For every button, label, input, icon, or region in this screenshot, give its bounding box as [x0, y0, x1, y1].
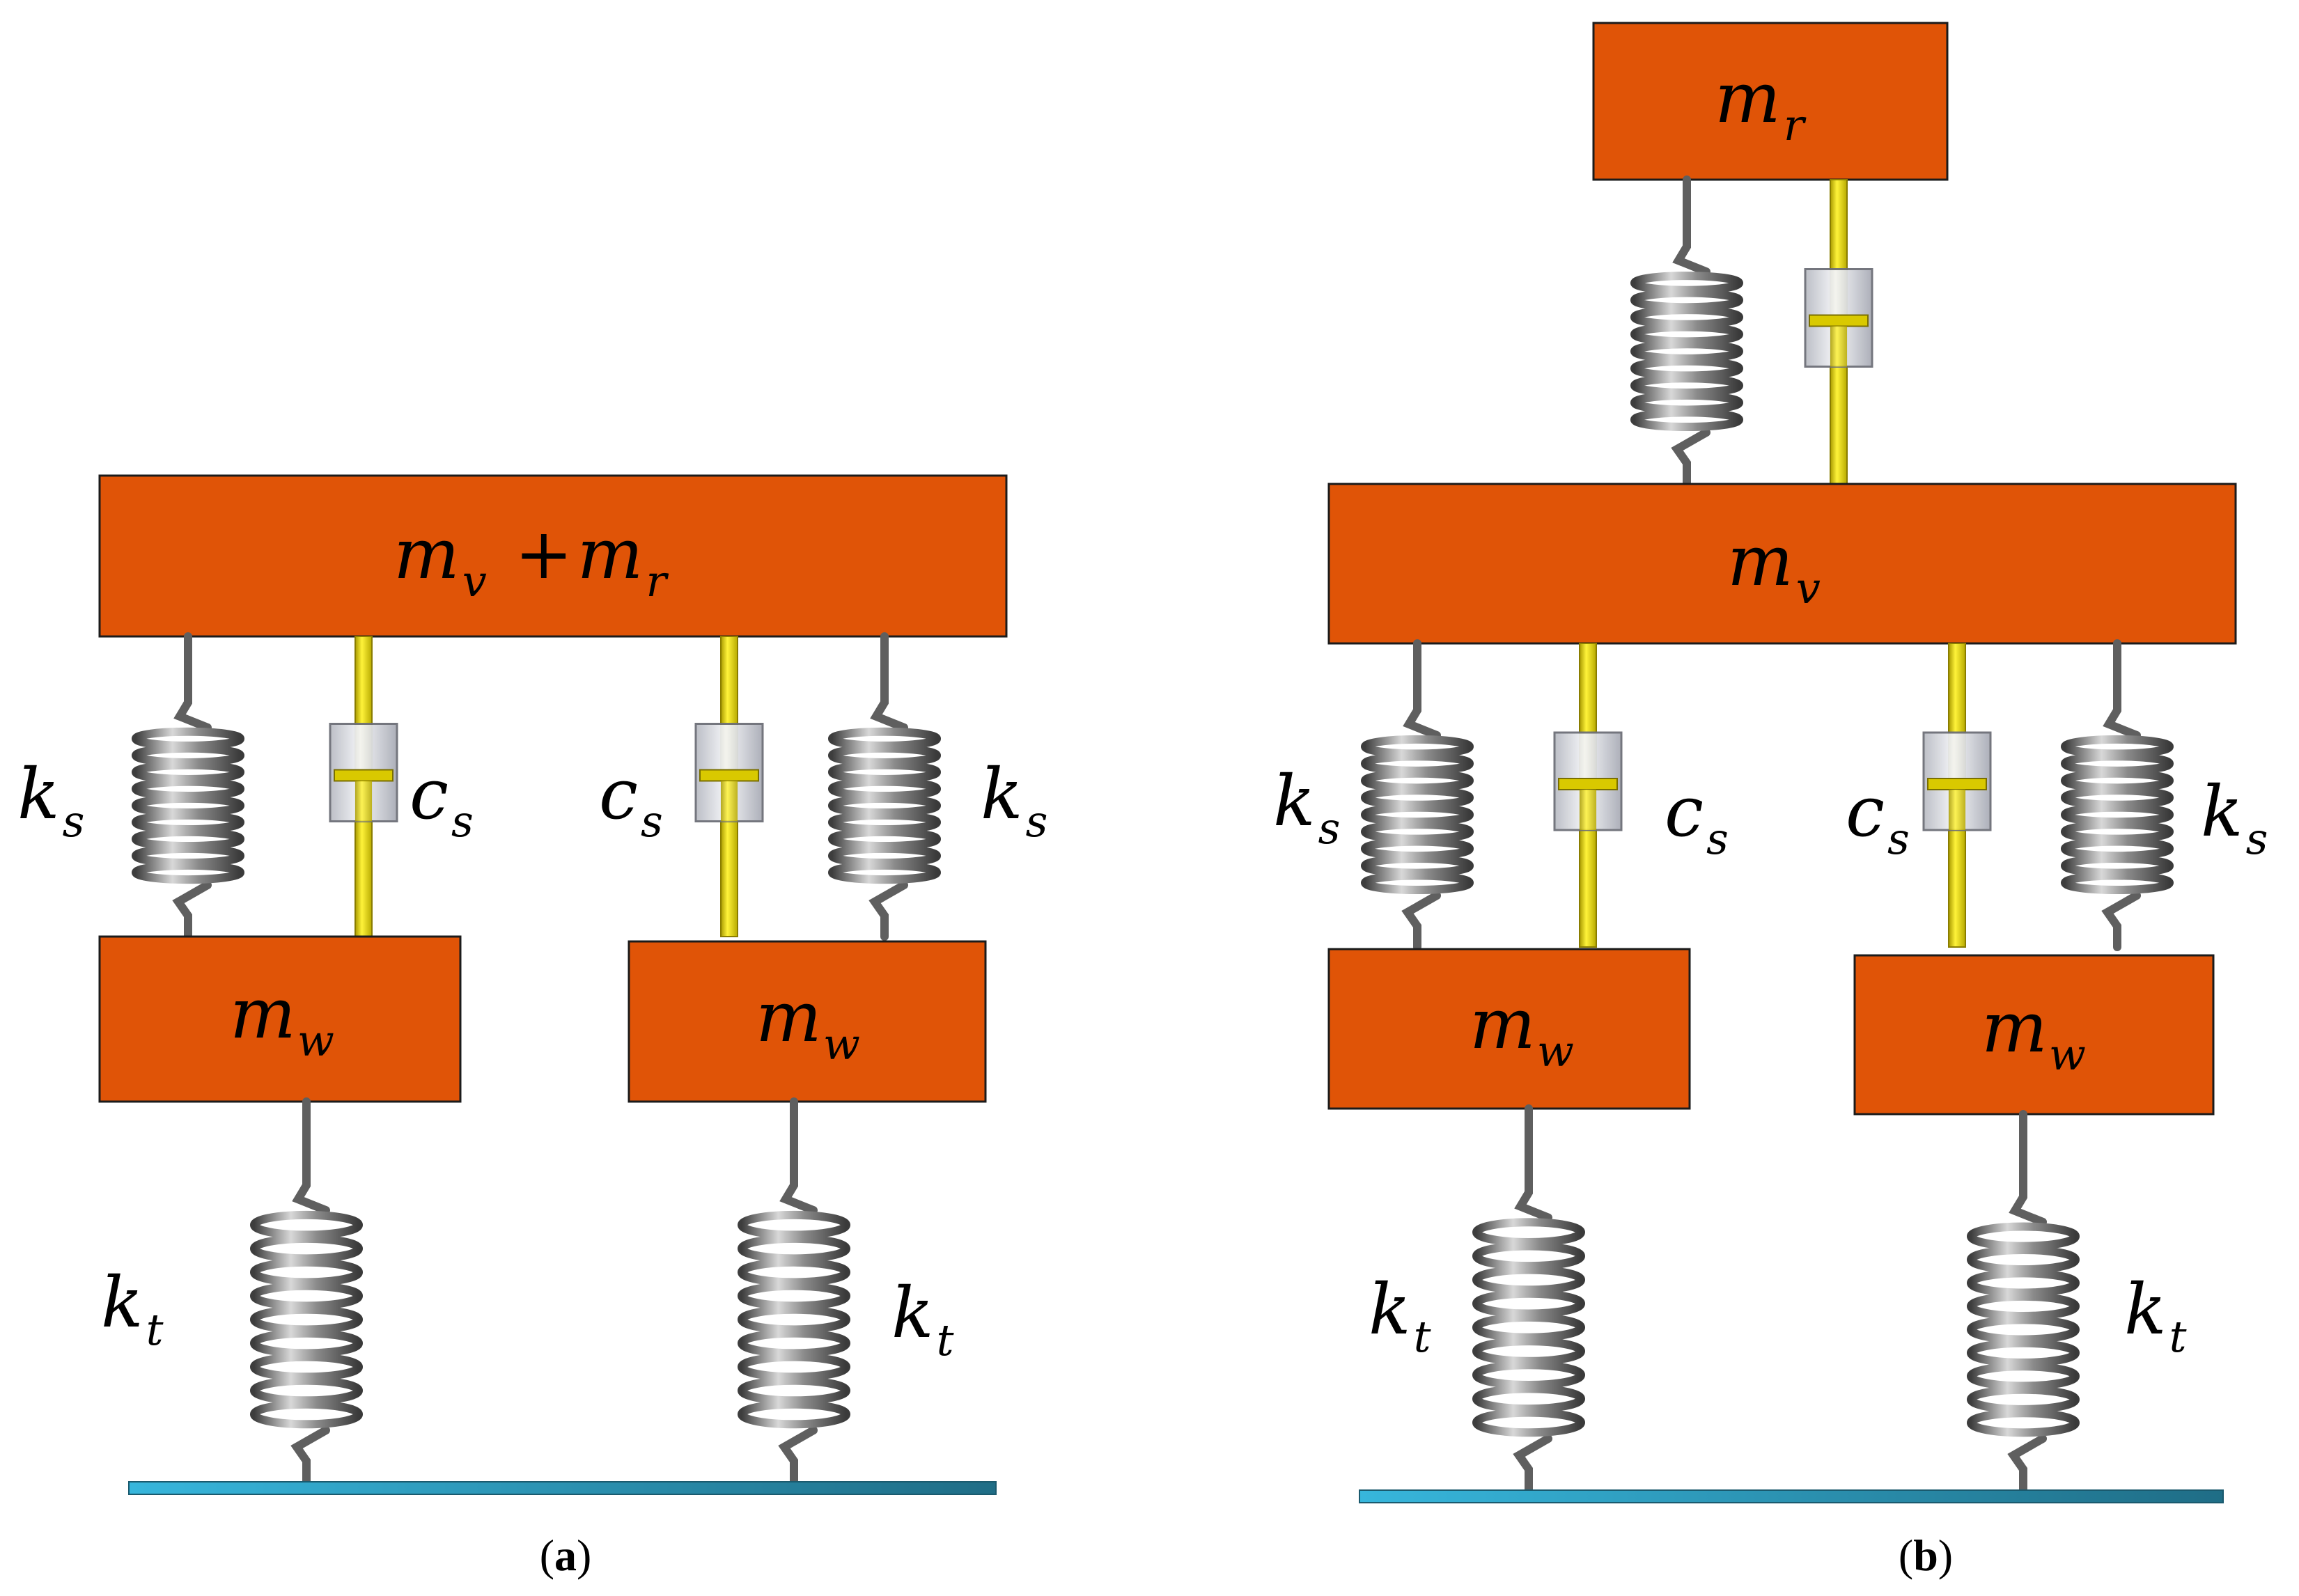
label-mw-right-symbol: m — [756, 976, 822, 1058]
label-cs-left: cs — [410, 753, 474, 847]
label-ks-right-b-symbol: k — [2201, 771, 2243, 852]
label-cs-right-b-symbol: c — [1846, 771, 1885, 852]
label-kt-right-subscript: t — [937, 1315, 954, 1366]
body-mass-box — [98, 474, 1008, 638]
label-mw-left-symbol: m — [230, 973, 296, 1054]
caption-a-open: ( — [540, 1531, 554, 1580]
label-mw-left: mw — [230, 973, 334, 1066]
label-mr: mr — [1715, 57, 1807, 150]
wheel-mass-box-left — [98, 935, 462, 1103]
label-kt-right-b-symbol: k — [2124, 1269, 2167, 1350]
caption-a: (a) — [540, 1531, 592, 1580]
label-mw-right-b-subscript: w — [2049, 1029, 2086, 1080]
label-kt-left-b: kt — [1369, 1269, 1431, 1362]
label-cs-left-b-subscript: s — [1706, 813, 1729, 864]
label-ks-right-subscript: s — [1026, 796, 1048, 847]
label-kt-right-b: kt — [2124, 1269, 2187, 1362]
top-spring — [1630, 175, 1743, 488]
tire-spring-left — [250, 1097, 363, 1486]
suspension-spring-left-b — [1361, 639, 1474, 951]
label-mv-symbol: m — [1727, 520, 1793, 602]
caption-a-letter: a — [554, 1531, 577, 1580]
label-kt-left-symbol: k — [101, 1262, 143, 1343]
caption-b-close: ) — [1938, 1531, 1953, 1580]
caption-a-close: ) — [577, 1531, 591, 1580]
label-kt-right-symbol: k — [891, 1272, 934, 1354]
label-ks-left-subscript: s — [63, 796, 85, 847]
label-ks-left-b-symbol: k — [1273, 760, 1316, 842]
label-ks-left: ks — [17, 753, 84, 847]
label-cs-right-subscript: s — [641, 796, 663, 847]
caption-b-open: ( — [1899, 1531, 1913, 1580]
suspension-damper-right-b — [1922, 643, 1992, 948]
body-mass-m2: m — [577, 513, 644, 595]
label-mr-symbol: m — [1715, 57, 1781, 139]
suspension-damper-left-b — [1553, 643, 1623, 948]
wheel-mass-box-right-b — [1853, 954, 2215, 1116]
label-ks-right: ks — [981, 753, 1047, 847]
label-ks-left-b: ks — [1273, 760, 1340, 854]
top-damper — [1804, 179, 1873, 485]
tire-spring-right — [738, 1097, 850, 1486]
label-kt-left-subscript: t — [146, 1304, 164, 1355]
label-kt-left-b-symbol: k — [1369, 1269, 1411, 1350]
label-cs-right-symbol: c — [599, 753, 638, 835]
label-mw-left-b-symbol: m — [1470, 983, 1536, 1065]
suspension-damper-right — [694, 636, 764, 937]
ground-b — [1359, 1489, 2224, 1503]
label-ks-left-symbol: k — [17, 753, 60, 835]
wheel-mass-box-right — [628, 940, 987, 1103]
body-mass-plus: + — [515, 513, 573, 595]
label-cs-right-b-subscript: s — [1887, 813, 1910, 864]
body-mass-sub1: v — [462, 556, 487, 607]
label-cs-left-symbol: c — [410, 753, 449, 835]
tire-spring-right-b — [1967, 1110, 2080, 1494]
label-mv: mv — [1727, 520, 1821, 613]
label-cs-left-b-symbol: c — [1665, 771, 1704, 852]
label-ks-right-b-subscript: s — [2246, 813, 2268, 864]
label-kt-right-b-subscript: t — [2169, 1311, 2187, 1362]
label-kt-right: kt — [891, 1272, 954, 1366]
ground-a — [128, 1481, 997, 1495]
caption-b: (b) — [1899, 1531, 1953, 1580]
label-ks-right-b: ks — [2201, 771, 2268, 864]
label-mv-subscript: v — [1796, 563, 1821, 613]
label-cs-left-subscript: s — [451, 796, 474, 847]
body-mass-label: mv+mr — [393, 513, 669, 607]
label-mw-right-b-symbol: m — [1981, 987, 2048, 1068]
body-mass-m1: m — [393, 513, 460, 595]
label-kt-left: kt — [101, 1262, 164, 1355]
label-mw-right-subscript: w — [823, 1019, 860, 1070]
caption-b-letter: b — [1913, 1531, 1938, 1580]
label-mw-right: mw — [756, 976, 860, 1070]
label-mw-left-b-subscript: w — [1537, 1026, 1574, 1077]
suspension-spring-right — [828, 632, 941, 941]
label-mw-right-b: mw — [1981, 987, 2086, 1080]
top-mass-box — [1592, 22, 1949, 181]
body-mass-sub2: r — [646, 556, 669, 607]
body-mass-box-b — [1327, 483, 2237, 645]
suspension-damper-left — [329, 636, 398, 937]
label-cs-right: cs — [599, 753, 663, 847]
label-mw-left-b: mw — [1470, 983, 1574, 1077]
label-ks-right-symbol: k — [981, 753, 1023, 835]
suspension-spring-right-b — [2061, 639, 2174, 951]
label-ks-left-b-subscript: s — [1318, 803, 1341, 854]
label-mr-subscript: r — [1784, 100, 1807, 150]
suspension-spring-left — [132, 632, 244, 941]
label-cs-right-b: cs — [1846, 771, 1910, 864]
label-kt-left-b-subscript: t — [1414, 1311, 1431, 1362]
tire-spring-left-b — [1472, 1104, 1585, 1494]
wheel-mass-box-left-b — [1327, 948, 1691, 1110]
label-mw-left-subscript: w — [297, 1015, 334, 1066]
label-cs-left-b: cs — [1665, 771, 1729, 864]
